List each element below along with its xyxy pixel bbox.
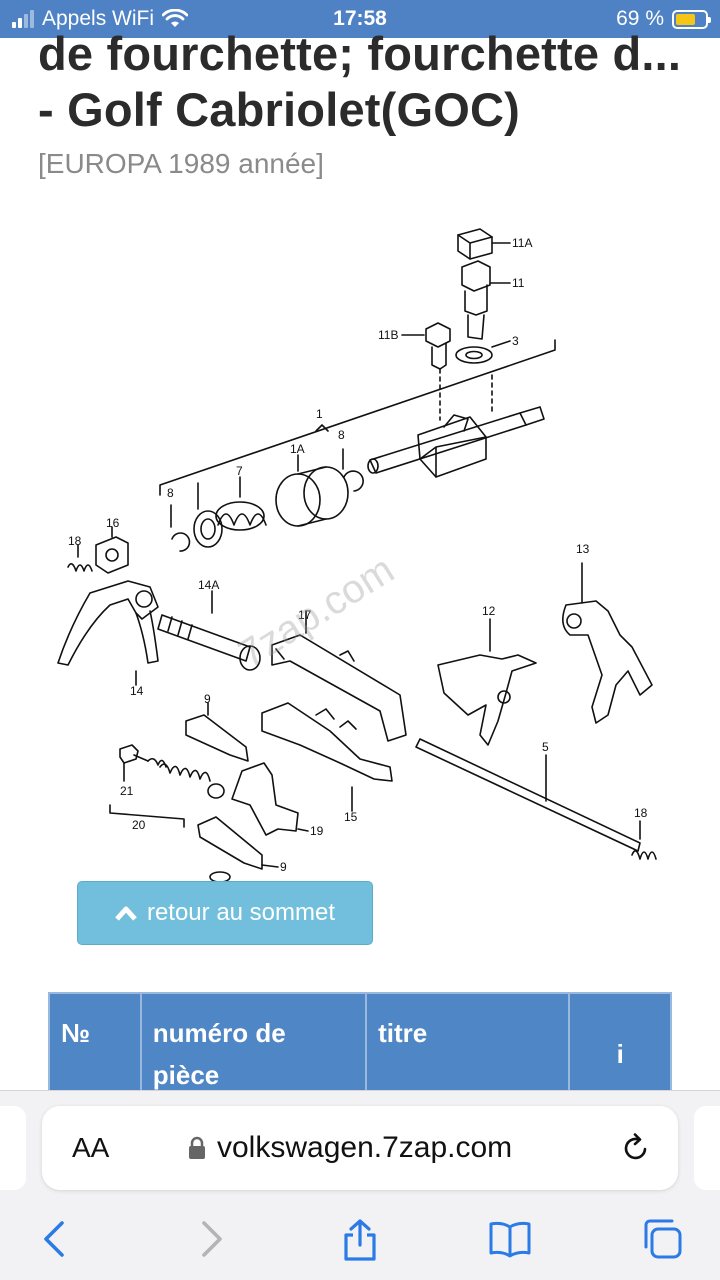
svg-text:8: 8 bbox=[338, 428, 345, 442]
svg-text:21: 21 bbox=[120, 784, 134, 798]
exploded-view-drawing: 11A 11 11B 3 1 8 7 1A 8 18 16 14A 17 14 … bbox=[57, 228, 657, 883]
share-icon[interactable] bbox=[338, 1217, 382, 1261]
url-text: volkswagen.7zap.com bbox=[217, 1131, 513, 1164]
svg-text:1: 1 bbox=[316, 407, 323, 421]
parts-diagram[interactable]: 11A 11 11B 3 1 8 7 1A 8 18 16 14A 17 14 … bbox=[40, 215, 680, 885]
svg-text:11B: 11B bbox=[378, 328, 398, 342]
svg-text:14A: 14A bbox=[198, 578, 219, 592]
svg-text:8: 8 bbox=[167, 486, 174, 500]
svg-text:1A: 1A bbox=[290, 442, 305, 456]
wifi-icon bbox=[162, 9, 189, 27]
address-bar[interactable]: AA volkswagen.7zap.com bbox=[42, 1106, 678, 1190]
svg-text:9: 9 bbox=[280, 860, 287, 874]
back-to-top-label: retour au sommet bbox=[146, 899, 336, 926]
carrier-label: Appels WiFi bbox=[42, 7, 155, 30]
svg-text:20: 20 bbox=[132, 818, 146, 832]
chevron-up-icon bbox=[115, 906, 137, 921]
browser-toolbar bbox=[0, 1203, 720, 1273]
signal-icon bbox=[12, 10, 34, 28]
battery-icon bbox=[672, 9, 711, 29]
svg-text:18: 18 bbox=[68, 534, 82, 548]
clock: 17:58 bbox=[333, 7, 387, 30]
svg-text:17: 17 bbox=[298, 608, 312, 622]
svg-text:18: 18 bbox=[634, 806, 648, 820]
lock-icon bbox=[189, 1136, 205, 1159]
svg-text:3: 3 bbox=[512, 334, 519, 348]
battery-percent: 69 % bbox=[616, 7, 664, 30]
browser-bottom-bar: AA volkswagen.7zap.com bbox=[0, 1090, 720, 1280]
bookmarks-icon[interactable] bbox=[488, 1217, 532, 1261]
url-display[interactable]: volkswagen.7zap.com bbox=[187, 1131, 512, 1165]
svg-text:5: 5 bbox=[542, 740, 549, 754]
svg-text:12: 12 bbox=[482, 604, 496, 618]
back-to-top-button[interactable]: retour au sommet bbox=[77, 881, 373, 945]
reload-icon[interactable] bbox=[620, 1132, 652, 1164]
svg-text:15: 15 bbox=[344, 810, 358, 824]
battery-status: 69 % bbox=[616, 7, 711, 31]
text-size-label: AA bbox=[72, 1132, 110, 1163]
forward-icon[interactable] bbox=[188, 1217, 232, 1261]
previous-tab-preview[interactable] bbox=[0, 1106, 26, 1190]
svg-text:9: 9 bbox=[204, 692, 211, 706]
back-icon[interactable] bbox=[34, 1217, 78, 1261]
carrier-info: Appels WiFi bbox=[12, 7, 189, 31]
page-title: de fourchette; fourchette d... - Golf Ca… bbox=[38, 27, 682, 136]
text-size-button[interactable]: AA bbox=[72, 1132, 109, 1164]
svg-text:7: 7 bbox=[236, 464, 243, 478]
svg-text:11: 11 bbox=[512, 276, 525, 290]
status-bar: Appels WiFi 17:58 69 % bbox=[0, 0, 720, 38]
tabs-icon[interactable] bbox=[640, 1217, 684, 1261]
svg-text:11A: 11A bbox=[512, 236, 532, 250]
svg-text:14: 14 bbox=[130, 684, 144, 698]
next-tab-preview[interactable] bbox=[694, 1106, 720, 1190]
svg-text:13: 13 bbox=[576, 542, 590, 556]
page-subtitle: [EUROPA 1989 année] bbox=[38, 148, 324, 179]
svg-text:19: 19 bbox=[310, 824, 324, 838]
svg-text:16: 16 bbox=[106, 516, 120, 530]
